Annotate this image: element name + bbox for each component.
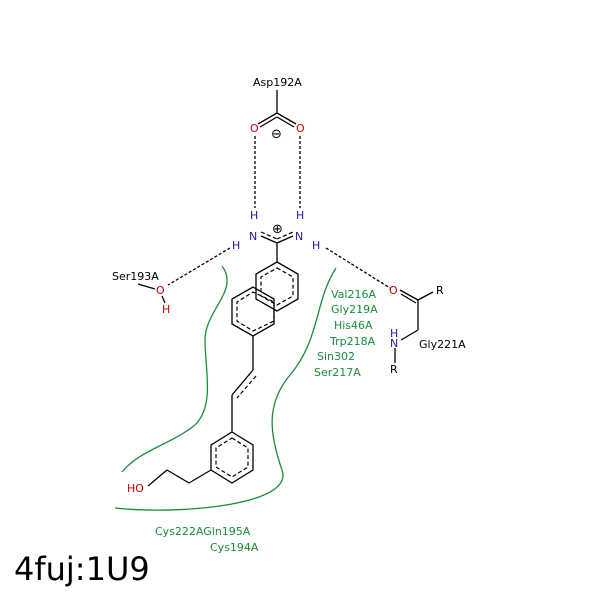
positive-charge: ⊕ [272,222,283,237]
gly221-r-top: R [436,284,444,297]
ser193-oh-bond [161,295,166,304]
benzene-ring [147,431,254,487]
asp-oxygen-left: O [250,122,259,135]
structure-title: 4fuj:1U9 [14,550,150,588]
amidine-h-left: H [250,209,258,222]
ser193-label: Ser193A [112,270,159,283]
ser193-oxygen: O [156,284,165,297]
gly221-label: Gly221A [419,338,466,351]
residue-gly219: Gly219A [331,303,378,316]
amidine-n-right: N [295,230,303,243]
ser193-hydrogen: H [162,303,170,316]
hbond-gly221 [325,247,391,289]
amidine-bonds [260,231,294,262]
negative-charge: ⊖ [271,127,282,142]
asp192-label: Asp192A [253,76,302,89]
vinyl-linker [231,336,257,432]
amidine-n-left: N [249,230,257,243]
ser193-bond [137,283,156,290]
gly221-n: N [390,337,398,350]
hydrophobic-arc-left [121,265,228,473]
hydrophobic-arc-right [114,267,337,511]
amidine-h-right: H [296,209,304,222]
amidine-h-lower-right: H [312,239,320,252]
gly221-h: H [390,327,398,340]
residue-ser217: Ser217A [314,366,361,379]
residue-his46: His46A [334,319,373,332]
residue-val216: Val216A [331,288,376,301]
amidine-h-lower-left: H [232,239,240,252]
gly221-backbone [394,289,434,363]
asp-oxygen-right: O [296,122,305,135]
hbond-ser193 [167,247,231,286]
gly221-oxygen: O [389,284,398,297]
residue-cys222-gln195: Cys222AGln195A [155,525,251,538]
hydroxyl-label: HO [127,482,144,495]
residue-sin302: Sin302 [317,350,355,363]
residue-trp218: Trp218A [329,335,376,348]
residue-cys194: Cys194A [210,541,259,554]
naphthalene-ring [231,261,299,337]
asp192-carboxylate [257,90,297,128]
gly221-r-bottom: R [390,363,398,376]
